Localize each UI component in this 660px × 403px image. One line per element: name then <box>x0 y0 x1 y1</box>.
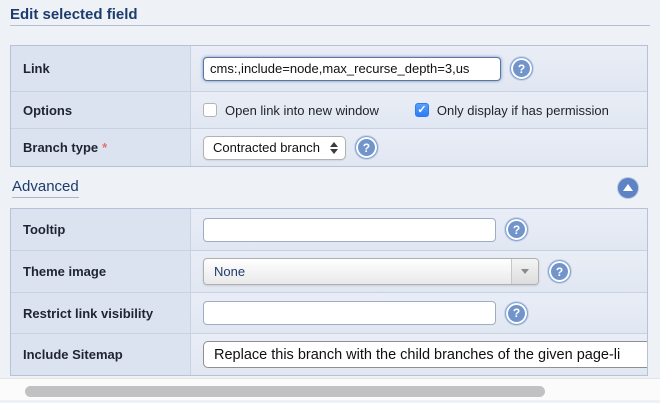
branch-type-help-icon[interactable]: ? <box>354 136 378 159</box>
restrict-visibility-input[interactable] <box>203 301 496 325</box>
include-sitemap-label: Include Sitemap <box>11 334 191 375</box>
tooltip-label: Tooltip <box>11 209 191 250</box>
dropdown-arrow-box <box>511 259 538 284</box>
select-updown-icon <box>329 141 338 154</box>
chevron-down-icon <box>521 269 529 274</box>
title-divider <box>10 25 650 26</box>
options-row: Options Open link into new window ✓ Only… <box>11 92 647 129</box>
tooltip-row: Tooltip ? <box>11 209 647 251</box>
include-sitemap-select[interactable]: Replace this branch with the child branc… <box>203 341 647 368</box>
open-link-new-window-label: Open link into new window <box>225 102 379 118</box>
link-label: Link <box>11 46 191 91</box>
link-input[interactable] <box>203 56 501 81</box>
theme-image-select[interactable]: None <box>203 258 539 285</box>
theme-image-help-icon[interactable]: ? <box>548 260 571 283</box>
branch-type-select[interactable]: Contracted branch <box>203 135 346 160</box>
collapse-up-arrow-icon <box>623 183 633 191</box>
checkmark-icon: ✓ <box>417 103 427 116</box>
collapse-advanced-button[interactable] <box>618 177 638 198</box>
open-link-new-window-checkbox[interactable] <box>203 103 217 117</box>
only-display-permission-label: Only display if has permission <box>436 102 609 118</box>
theme-image-label: Theme image <box>11 251 191 292</box>
branch-type-label: Branch type <box>23 140 99 155</box>
include-sitemap-select-value: Replace this branch with the child branc… <box>214 346 621 363</box>
branch-type-select-value: Contracted branch <box>213 140 320 155</box>
advanced-settings-table: Tooltip ? Theme image None ? Restrict li… <box>10 208 648 376</box>
restrict-visibility-help-icon[interactable]: ? <box>505 301 528 325</box>
field-settings-table: Link ? Options Open link into new window… <box>10 45 648 167</box>
theme-image-select-value: None <box>214 264 246 279</box>
include-sitemap-row: Include Sitemap Replace this branch with… <box>11 334 647 375</box>
tooltip-help-icon[interactable]: ? <box>505 218 528 241</box>
horizontal-scrollbar-thumb[interactable] <box>25 386 545 397</box>
branch-type-row: Branch type * Contracted branch ? <box>11 129 647 166</box>
theme-image-row: Theme image None ? <box>11 251 647 293</box>
advanced-section-title[interactable]: Advanced <box>12 178 79 198</box>
page-title: Edit selected field <box>10 6 138 23</box>
tooltip-input[interactable] <box>203 217 496 242</box>
options-label: Options <box>11 92 191 128</box>
restrict-visibility-label: Restrict link visibility <box>11 293 191 333</box>
advanced-section-header: Advanced <box>10 167 650 208</box>
required-marker: * <box>102 140 108 155</box>
restrict-visibility-row: Restrict link visibility ? <box>11 293 647 334</box>
link-help-icon[interactable]: ? <box>510 57 533 80</box>
horizontal-scrollbar-track[interactable] <box>0 378 660 400</box>
only-display-permission-checkbox[interactable]: ✓ <box>414 103 429 117</box>
link-row: Link ? <box>11 46 647 92</box>
